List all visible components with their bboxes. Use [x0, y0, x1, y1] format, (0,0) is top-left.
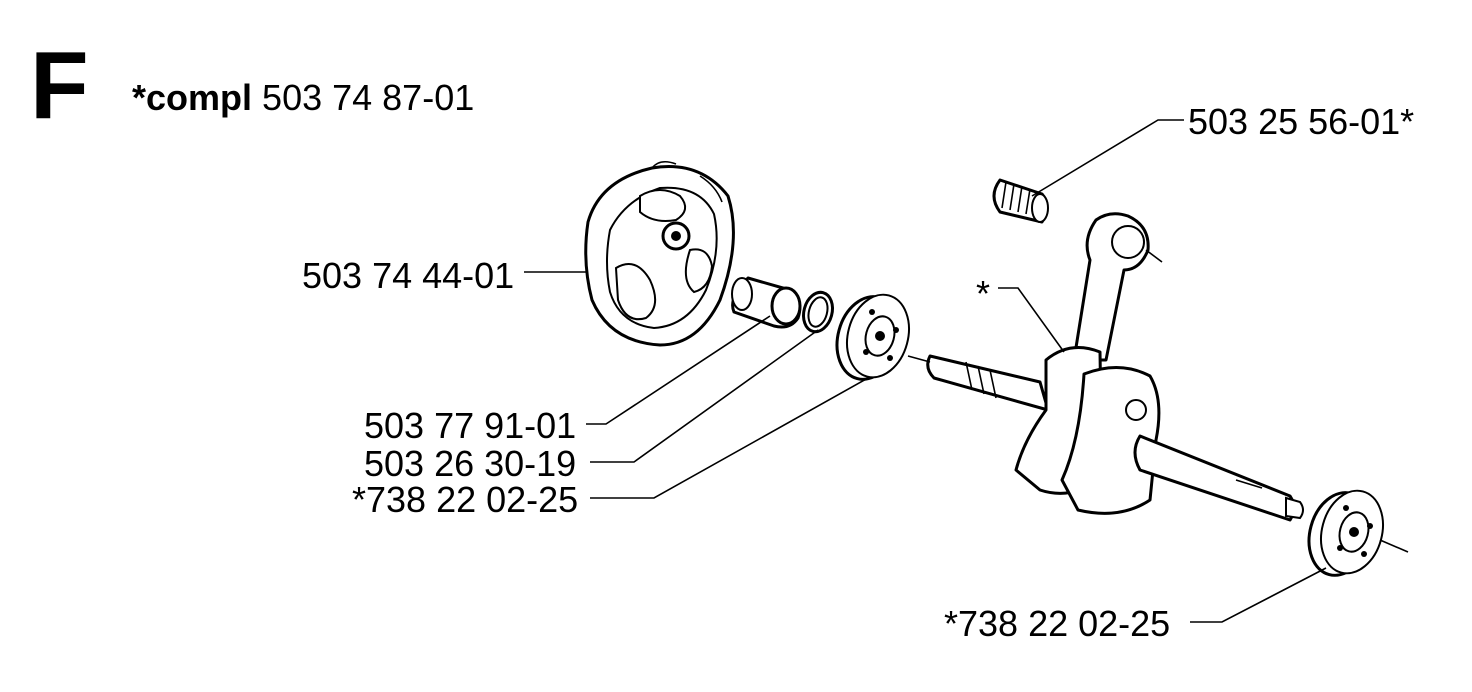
- leader-spacer: [586, 315, 771, 425]
- part-label-crankshaft: *: [976, 273, 991, 314]
- leader-bearing-left: [590, 377, 869, 499]
- part-label-washer: 503 26 30-19: [364, 443, 577, 484]
- crankshaft-drawing: [926, 212, 1304, 522]
- clutch-drawing: [584, 160, 735, 347]
- spacer-drawing: [731, 276, 802, 329]
- leader-crankshaft: [998, 287, 1065, 353]
- part-label-bearing-left: *738 22 02-25: [352, 479, 579, 520]
- assembly-prefix: *compl: [132, 77, 253, 118]
- section-letter: F: [30, 32, 89, 139]
- bearing-right-drawing: [1307, 489, 1384, 577]
- part-label-clutch: 503 74 44-01: [302, 255, 515, 296]
- leader-needle-bearing: [1031, 119, 1184, 197]
- leader-bearing-right: [1190, 567, 1327, 623]
- part-label-bearing-right: *738 22 02-25: [944, 603, 1171, 644]
- part-label-needle-bearing: 503 25 56-01*: [1188, 101, 1415, 142]
- washer-drawing: [802, 290, 834, 334]
- part-label-spacer: 503 77 91-01: [364, 405, 577, 446]
- needle-bearing-drawing: [992, 178, 1049, 224]
- leader-lines: [524, 119, 1327, 623]
- axis-lines: [907, 249, 1409, 553]
- assembly-number: 503 74 87-01: [262, 77, 475, 118]
- assembly-note: *compl 503 74 87-01: [132, 80, 474, 116]
- bearing-left-drawing: [835, 293, 910, 381]
- leader-washer: [590, 329, 819, 463]
